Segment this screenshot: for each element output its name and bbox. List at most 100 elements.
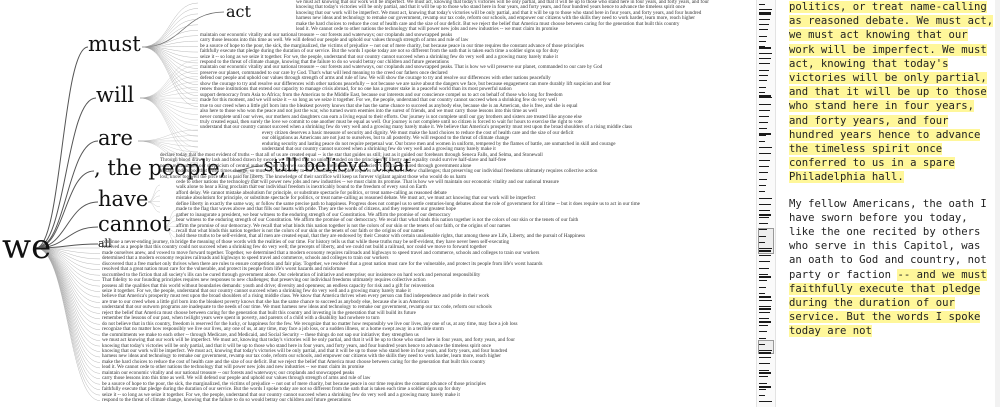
overview-occurrence-mark[interactable]	[759, 75, 768, 76]
overview-occurrence-mark[interactable]	[759, 58, 771, 59]
overview-occurrence-mark[interactable]	[759, 128, 767, 129]
overview-occurrence-mark[interactable]	[759, 401, 772, 402]
overview-occurrence-mark[interactable]	[759, 172, 768, 173]
overview-occurrence-mark[interactable]	[759, 276, 771, 278]
overview-occurrence-mark[interactable]	[759, 248, 772, 249]
overview-occurrence-mark[interactable]	[759, 236, 766, 237]
overview-occurrence-mark[interactable]	[759, 325, 768, 326]
overview-occurrence-mark[interactable]	[759, 147, 772, 148]
overview-occurrence-mark[interactable]	[759, 389, 766, 390]
overview-occurrence-mark[interactable]	[759, 293, 765, 294]
tree-branch-all[interactable]: all	[98, 237, 112, 250]
overview-occurrence-mark[interactable]	[759, 63, 770, 64]
overview-occurrence-mark[interactable]	[759, 300, 772, 301]
overview-occurrence-mark[interactable]	[759, 331, 767, 332]
context-line: understand that our country cannot succe…	[262, 146, 496, 153]
overview-occurrence-mark[interactable]	[759, 36, 767, 37]
context-line: support democracy from Asia to Africa; f…	[200, 91, 563, 98]
overview-occurrence-mark[interactable]	[759, 250, 771, 252]
overview-occurrence-mark[interactable]	[759, 255, 771, 256]
overview-occurrence-mark[interactable]	[759, 280, 767, 281]
overview-occurrence-mark[interactable]	[759, 19, 770, 20]
overview-occurrence-mark[interactable]	[759, 191, 765, 192]
overview-occurrence-mark[interactable]	[759, 321, 771, 323]
overview-occurrence-mark[interactable]	[759, 47, 771, 49]
overview-occurrence-mark[interactable]	[759, 116, 769, 117]
overview-occurrence-mark[interactable]	[759, 179, 767, 180]
overview-occurrence-mark[interactable]	[759, 97, 772, 98]
context-line: understand that our country cannot succe…	[200, 124, 633, 131]
overview-occurrence-mark[interactable]	[759, 376, 768, 377]
overview-occurrence-mark[interactable]	[759, 24, 769, 25]
overview-occurrence-mark[interactable]	[759, 141, 765, 142]
overview-occurrence-mark[interactable]	[759, 357, 771, 358]
overview-occurrence-mark[interactable]	[759, 29, 768, 30]
overview-occurrence-mark[interactable]	[759, 135, 766, 136]
overview-occurrence-mark[interactable]	[759, 338, 766, 339]
tree-branch-cannot[interactable]: cannot	[98, 212, 171, 236]
overview-occurrence-mark[interactable]	[759, 217, 769, 218]
overview-occurrence-mark[interactable]	[759, 41, 766, 42]
overview-occurrence-mark[interactable]	[759, 261, 770, 262]
overview-occurrence-mark[interactable]	[759, 122, 768, 123]
overview-occurrence-mark[interactable]	[759, 268, 769, 269]
overview-occurrence-mark[interactable]	[759, 153, 771, 154]
overview-occurrence-mark[interactable]	[759, 306, 771, 307]
overview-occurrence-mark[interactable]	[759, 383, 767, 384]
overview-occurrence-mark[interactable]	[759, 185, 766, 186]
tree-root-word[interactable]: we	[2, 227, 52, 267]
overview-occurrence-mark[interactable]	[759, 12, 771, 14]
tree-sub-act[interactable]: act	[226, 2, 251, 21]
overview-occurrence-mark[interactable]	[759, 296, 771, 298]
overview-occurrence-mark[interactable]	[759, 352, 771, 354]
overview-occurrence-mark[interactable]	[759, 92, 765, 93]
tree-branch-have[interactable]: have	[98, 187, 149, 211]
context-line: walk alone to hear a King proclaim that …	[176, 184, 427, 191]
overview-occurrence-mark[interactable]	[759, 372, 771, 374]
overview-occurrence-mark[interactable]	[759, 133, 771, 135]
text-reading-pane[interactable]: politics, or treat name-calling as reaso…	[783, 0, 1000, 407]
tree-branch-are[interactable]: are	[98, 126, 133, 150]
overview-occurrence-mark[interactable]	[759, 104, 771, 105]
overview-occurrence-mark[interactable]	[759, 386, 771, 388]
overview-occurrence-mark[interactable]	[759, 370, 769, 371]
overview-occurrence-mark[interactable]	[759, 308, 771, 310]
reader-scrollbar[interactable]	[995, 0, 1000, 407]
overview-occurrence-mark[interactable]	[759, 287, 766, 288]
overview-occurrence-mark[interactable]	[759, 344, 765, 345]
tree-branch-must[interactable]: must	[88, 32, 141, 56]
overview-occurrence-mark[interactable]	[759, 110, 770, 111]
overview-occurrence-mark[interactable]	[759, 53, 772, 54]
overview-occurrence-mark[interactable]	[759, 14, 771, 15]
overview-occurrence-mark[interactable]	[759, 210, 770, 211]
overview-occurrence-mark[interactable]	[759, 274, 768, 275]
overview-occurrence-mark[interactable]	[759, 46, 765, 47]
branch-connector	[163, 215, 177, 228]
overview-occurrence-mark[interactable]	[759, 229, 767, 230]
tree-sub-still-believe-that[interactable]: still believe that	[264, 155, 412, 176]
overview-occurrence-mark[interactable]	[759, 4, 765, 5]
overview-occurrence-mark[interactable]	[759, 166, 769, 167]
overview-occurrence-mark[interactable]	[759, 223, 768, 224]
overview-occurrence-mark[interactable]	[759, 87, 766, 88]
overview-occurrence-mark[interactable]	[759, 198, 772, 199]
context-line: mistake absolutism for principle, or sub…	[176, 195, 536, 202]
branch-connector	[139, 92, 199, 99]
overview-occurrence-mark[interactable]	[759, 242, 765, 243]
overview-occurrence-mark[interactable]	[759, 350, 772, 351]
overview-occurrence-mark[interactable]	[759, 214, 771, 216]
overview-viewport-indicator[interactable]	[758, 228, 774, 254]
overview-occurrence-mark[interactable]	[759, 80, 767, 81]
tree-branch-will[interactable]: will	[96, 83, 135, 107]
overview-occurrence-mark[interactable]	[759, 318, 769, 319]
overview-occurrence-mark[interactable]	[759, 395, 765, 396]
tree-branch-the-people[interactable]: , the people,	[94, 156, 227, 180]
document-overview-scrollbar[interactable]	[756, 0, 776, 407]
overview-occurrence-mark[interactable]	[759, 363, 770, 364]
overview-occurrence-mark[interactable]	[759, 9, 772, 10]
overview-occurrence-mark[interactable]	[759, 70, 769, 71]
overview-occurrence-mark[interactable]	[759, 204, 771, 205]
overview-occurrence-mark[interactable]	[759, 160, 770, 161]
overview-occurrence-mark[interactable]	[759, 95, 771, 97]
overview-occurrence-mark[interactable]	[759, 312, 770, 313]
